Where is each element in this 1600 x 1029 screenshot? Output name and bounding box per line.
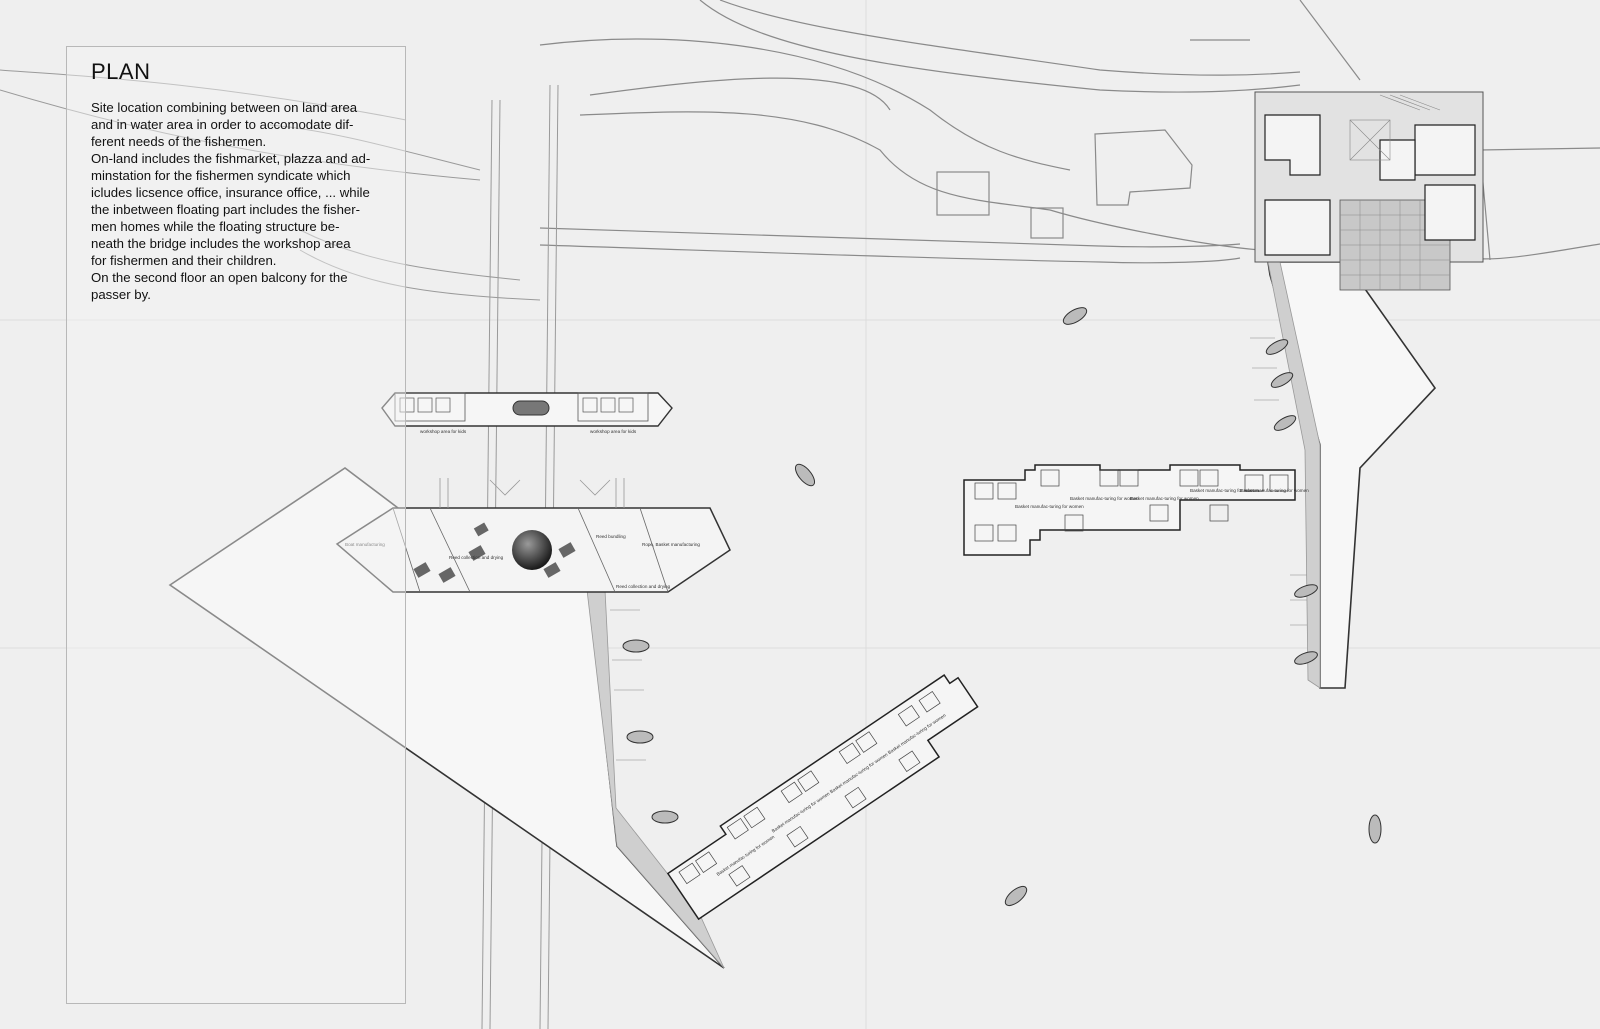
panel-lines [0, 69, 541, 301]
boats [622, 307, 1382, 907]
body-line: passer by. [91, 287, 151, 302]
body-line: for fishermen and their children. [91, 253, 277, 268]
boat-icon [1265, 339, 1289, 355]
label-basket-women-1: Basket manufac-turing for women [1015, 504, 1084, 509]
boat-icon [1368, 814, 1382, 844]
boat-icon [1270, 372, 1294, 388]
description-panel: PLAN Site location combining between on … [66, 46, 406, 1004]
body-line: and in water area in order to accomodate… [91, 117, 354, 132]
label-basket-women-4: Basket manufac-turing for women [1190, 488, 1259, 493]
body-line: minstation for the fishermen syndicate w… [91, 168, 351, 183]
dome-sphere [512, 530, 552, 570]
administration-complex [1254, 91, 1484, 291]
kids-workshop-block: workshop area for kids workshop area for… [381, 392, 673, 434]
boat-icon [1062, 307, 1088, 325]
homes-upper-units [974, 469, 1289, 542]
label-workshop-kids-left: workshop area for kids [420, 429, 467, 434]
boat-icon [622, 639, 650, 653]
body-line: the inbetween floating part includes the… [91, 202, 361, 217]
body-line: men homes while the floating structure b… [91, 219, 340, 234]
boat-icon [1273, 415, 1297, 431]
label-workshop-kids-right: workshop area for kids [590, 429, 637, 434]
boat-icon [1004, 885, 1028, 907]
label-reed-collection-drying-2: Reed collection and drying [616, 584, 671, 589]
body-line: neath the bridge includes the workshop a… [91, 236, 351, 251]
body-line: ferent needs of the fishermen. [91, 134, 267, 149]
label-basket-women-2: Basket manufac-turing for women [1070, 496, 1139, 501]
body-line: icludes licsence office, insurance offic… [91, 185, 370, 200]
panel-body: Site location combining between on land … [91, 99, 391, 303]
label-basket-women-3: Basket manufac-turing for women [1130, 496, 1199, 501]
panel-title: PLAN [91, 59, 151, 84]
label-basket-women-5: Basket manufac-turing for women [1240, 488, 1309, 493]
homes-cluster-upper [963, 464, 1296, 556]
boat-icon [626, 730, 654, 744]
right-pier [1267, 261, 1437, 689]
body-line: On-land includes the fishmarket, plazza … [91, 151, 371, 166]
label-boat-manufacturing: Boat manufacturing [345, 542, 385, 547]
body-line: Site location combining between on land … [91, 100, 358, 115]
homes-cluster-lower: Basket manufac-turing for women Basket m… [666, 674, 979, 921]
body-line: On the second floor an open balcony for … [91, 270, 348, 285]
label-rope-basket: Rope, Basket manufacturing [642, 542, 700, 547]
label-reed-bundling: Reed bundling [596, 534, 626, 539]
boat-icon [794, 463, 816, 487]
homes-upper-labels: Basket manufac-turing for women Basket m… [1015, 488, 1309, 509]
label-reed-collection-drying: Reed collection and drying [449, 555, 504, 560]
floating-workshop-block: Boat manufacturing Reed collection and d… [335, 478, 731, 593]
boat-icon [1294, 651, 1318, 665]
boat-icon [1294, 584, 1318, 598]
boat-icon [651, 810, 679, 824]
